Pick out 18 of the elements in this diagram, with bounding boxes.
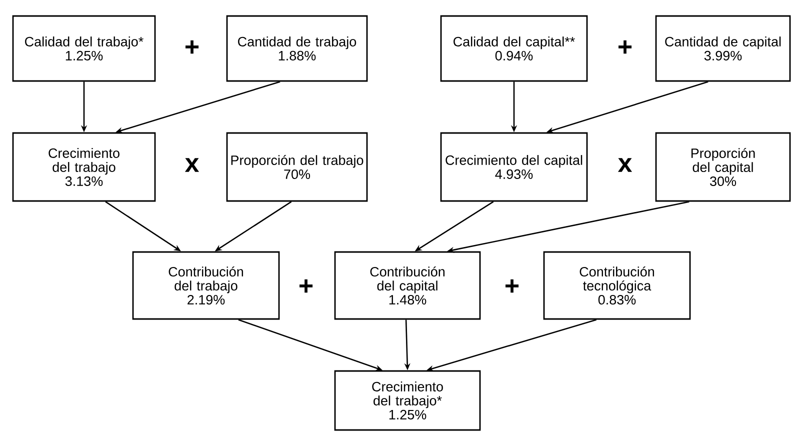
- operator-sign: +: [186, 40, 199, 54]
- process-box: Crecimiento del trabajo 3.13%: [12, 132, 156, 202]
- process-box: Cantidad de capital 3.99%: [655, 15, 791, 82]
- process-box: Crecimiento del capital 4.93%: [440, 132, 588, 202]
- operator-sign: x: [618, 158, 632, 172]
- operator-sign: +: [618, 40, 632, 54]
- process-box: Calidad del capital** 0.94%: [440, 15, 588, 82]
- operator-sign: +: [506, 279, 519, 293]
- process-box: Proporción del capital 30%: [655, 132, 791, 202]
- process-box: Calidad del trabajo* 1.25%: [12, 15, 156, 82]
- process-box: Crecimiento del trabajo* 1.25%: [334, 370, 481, 431]
- operator-sign: x: [184, 158, 200, 172]
- process-box: Proporción del trabajo 70%: [226, 132, 368, 202]
- process-box: Contribución del capital 1.48%: [334, 251, 481, 320]
- process-box: Contribución tecnológica 0.83%: [543, 251, 691, 320]
- operator-sign: +: [300, 279, 313, 293]
- process-box: Contribución del trabajo 2.19%: [132, 251, 280, 320]
- process-box: Cantidad de trabajo 1.88%: [226, 15, 368, 82]
